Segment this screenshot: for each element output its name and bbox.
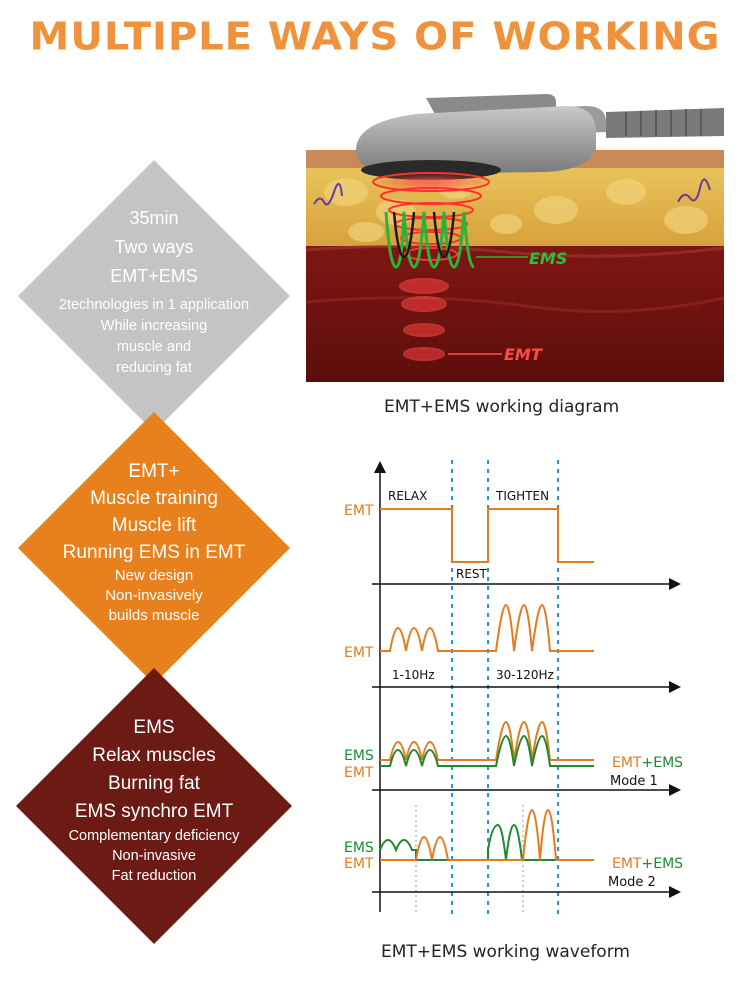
page-title: MULTIPLE WAYS OF WORKING (29, 15, 721, 59)
diamond2-line: Muscle training (90, 488, 218, 509)
legend-emt: EMT (612, 755, 642, 771)
working-diagram: EMS EMT (305, 92, 725, 382)
wave-mode1-label: Mode 1 (610, 774, 658, 789)
diamond1-line: reducing fat (116, 360, 192, 376)
diamond-ems: EMS Relax muscles Burning fat EMS synchr… (16, 668, 292, 944)
diamond2-line: Non-invasively (105, 587, 203, 604)
diamond1-line: Two ways (114, 237, 194, 257)
diamond3-line: Fat reduction (111, 868, 197, 884)
emt-diagram-label: EMT (504, 345, 543, 364)
wave-ems-label: EMS (344, 748, 374, 764)
diamond3-line: Relax muscles (92, 745, 216, 766)
diamond-shape-maroon (16, 668, 292, 944)
diamond-summary: 35min Two ways EMT+EMS 2technologies in … (18, 160, 290, 432)
legend-emt: EMT (612, 856, 642, 872)
wave-mode2-legend: EMT+EMS (612, 856, 683, 872)
legend-plus: + (641, 755, 653, 771)
diamond1-line: 35min (129, 208, 179, 228)
working-waveform: EMT RELAX TIGHTEN REST EMT 1-10Hz 30-120… (330, 460, 730, 920)
diamond1-line: EMT+EMS (110, 266, 198, 286)
diamond3-line: Burning fat (108, 773, 200, 794)
wave-ems-label: EMS (344, 840, 374, 856)
wave-emt-label: EMT (344, 503, 374, 519)
ems-diagram-label: EMS (529, 249, 567, 268)
diamond3-line: Complementary deficiency (68, 828, 240, 844)
diamond3-line: EMS synchro EMT (74, 801, 234, 822)
waveform-caption: EMT+EMS working waveform (381, 942, 630, 962)
diamond2-line: Running EMS in EMT (62, 542, 246, 563)
working-diagram-illustration: EMS EMT (305, 94, 725, 382)
wave-relax-label: RELAX (388, 489, 427, 503)
diamond3-line: Non-invasive (112, 848, 196, 864)
wave-rest-label: REST (456, 567, 488, 581)
diamond-shape-gray (18, 160, 290, 432)
wave-emt-label: EMT (344, 856, 374, 872)
wave-low-freq: 1-10Hz (392, 668, 435, 682)
wave-emt-label: EMT (344, 765, 374, 781)
wave-high-freq: 30-120Hz (496, 668, 554, 682)
diamond2-line: EMT+ (128, 461, 180, 482)
diagram-caption: EMT+EMS working diagram (384, 397, 620, 417)
diamond3-line: EMS (133, 717, 175, 738)
legend-ems: EMS (653, 856, 683, 872)
legend-plus: + (641, 856, 653, 872)
diamond2-line: builds muscle (108, 607, 200, 624)
diamond-shape-orange (18, 412, 290, 684)
wave-emt-label: EMT (344, 645, 374, 661)
diamond1-line: While increasing (100, 318, 208, 334)
diamond1-line: muscle and (116, 339, 192, 355)
diamond1-line: 2technologies in 1 application (58, 297, 250, 313)
legend-ems: EMS (653, 755, 683, 771)
diamond2-line: New design (114, 567, 194, 584)
wave-mode1-legend: EMT+EMS (612, 755, 683, 771)
diamond-emt: EMT+ Muscle training Muscle lift Running… (18, 412, 290, 684)
wave-tighten-label: TIGHTEN (495, 489, 549, 503)
diamond2-line: Muscle lift (111, 515, 197, 536)
waveform-figure: EMT RELAX TIGHTEN REST EMT 1-10Hz 30-120… (344, 460, 683, 915)
wave-mode2-label: Mode 2 (608, 875, 656, 890)
